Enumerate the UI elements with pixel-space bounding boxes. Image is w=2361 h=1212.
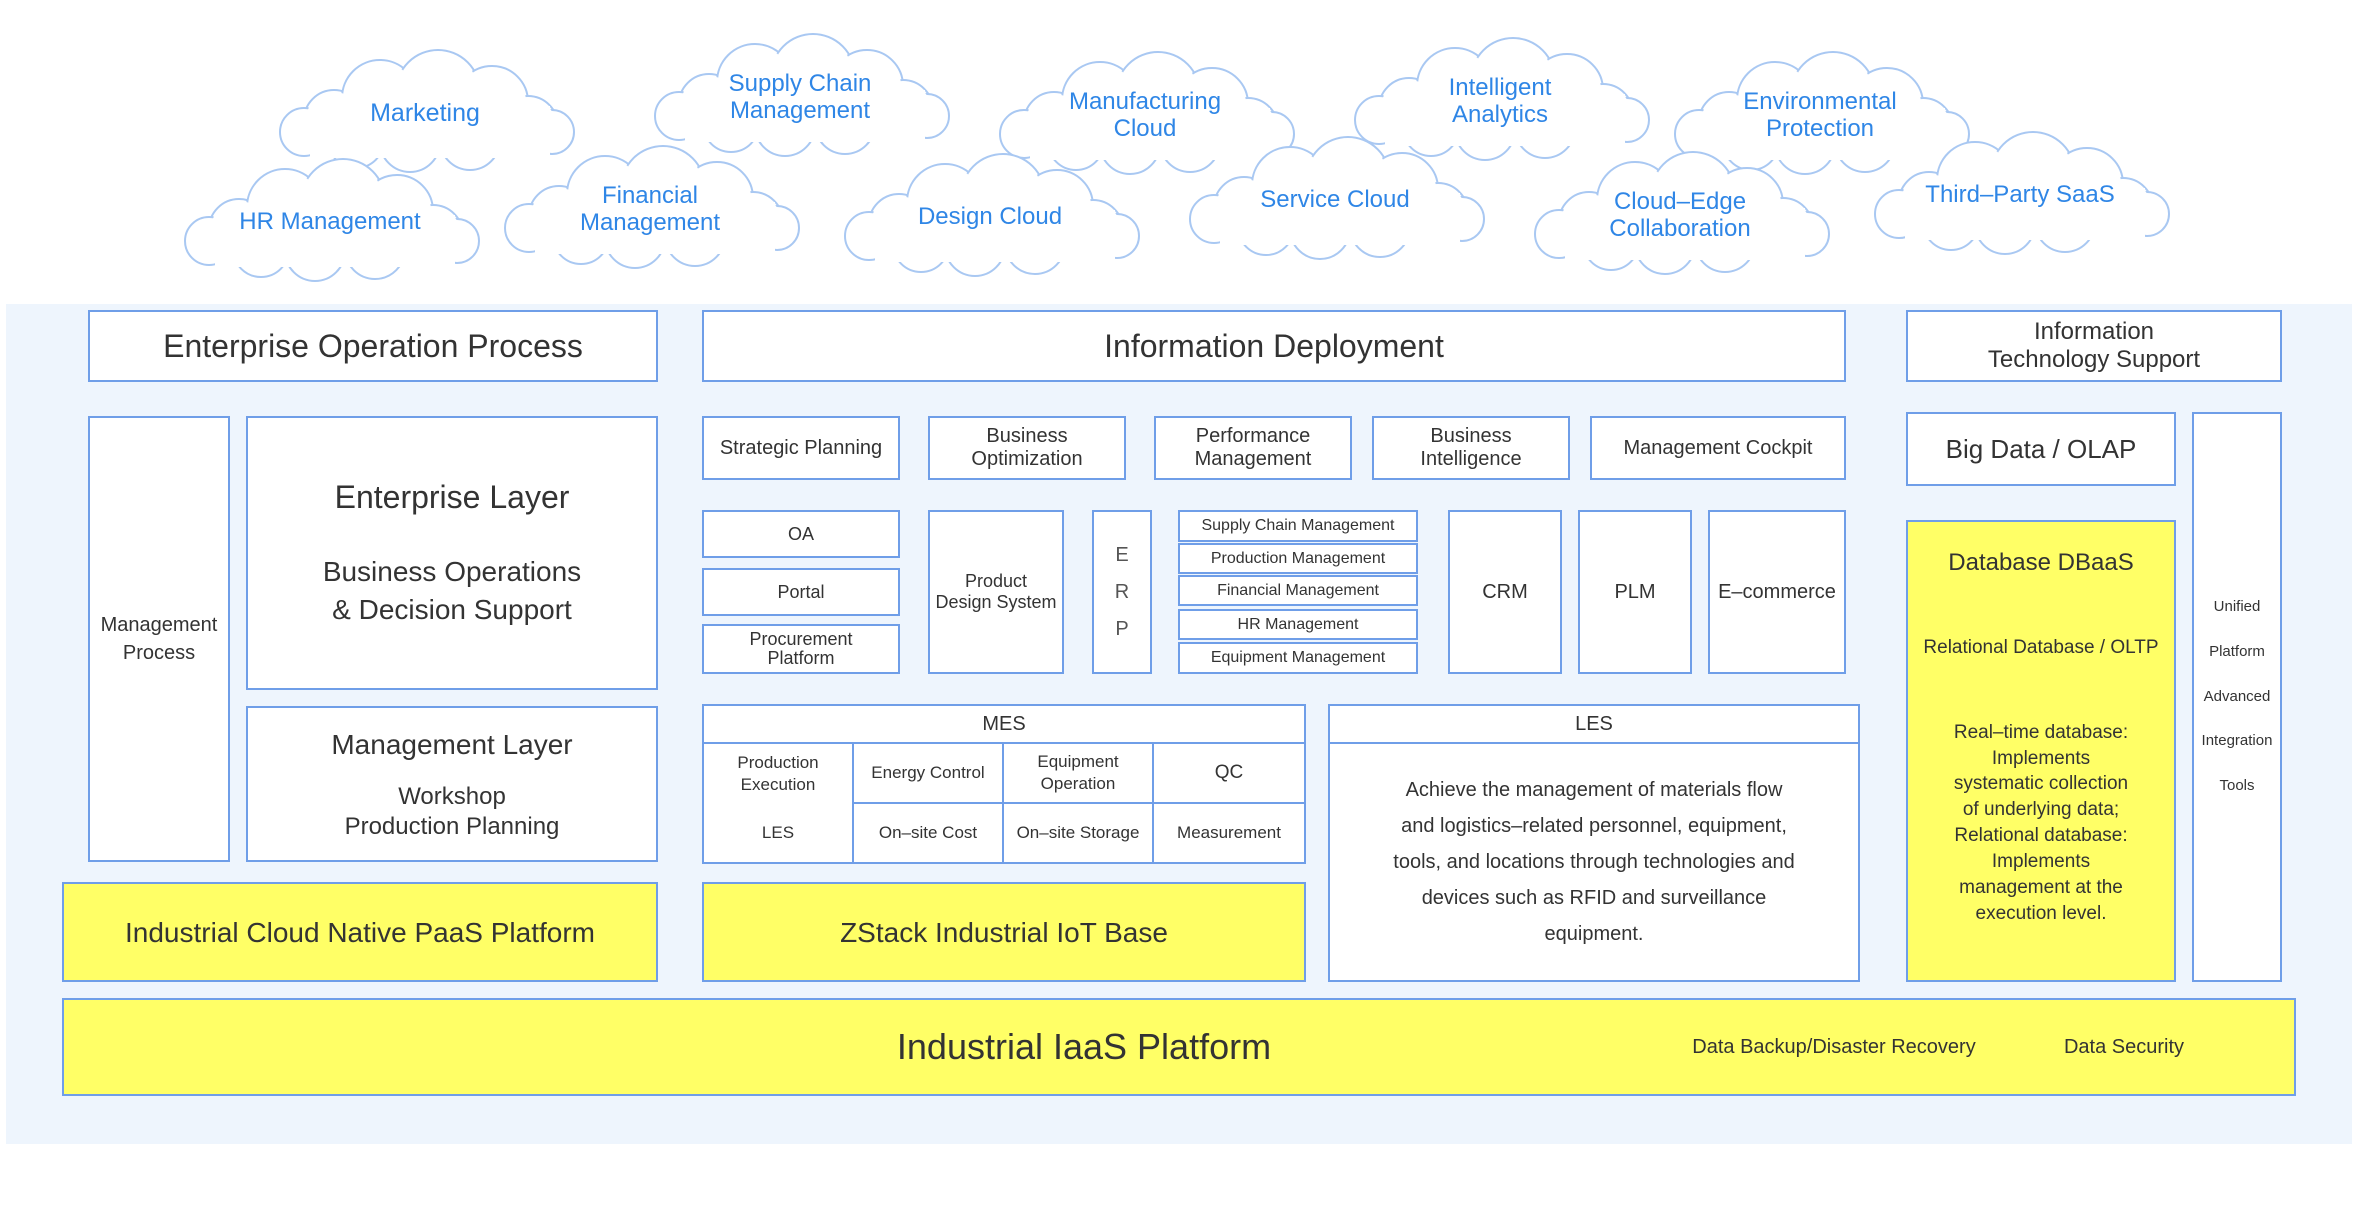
mes-title: MES (982, 713, 1026, 735)
paas-platform: Industrial Cloud Native PaaS Platform (62, 882, 658, 982)
cloud-label: Manufacturing Cloud (1068, 88, 1222, 142)
cloud-hr: HR Management (175, 158, 485, 282)
database-dbaas: Database DBaaS Relational Database / OLT… (1906, 520, 2176, 982)
iaas-title: Industrial IaaS Platform (896, 1025, 1272, 1067)
erp-module-equipment: Equipment Management (1178, 642, 1418, 674)
header-enterprise-process: Enterprise Operation Process (88, 310, 658, 382)
cloud-edge: Cloud–Edge Collaboration (1525, 151, 1835, 275)
cloud-service: Service Cloud (1180, 136, 1490, 260)
erp-module-production: Production Management (1178, 543, 1418, 574)
cloud-supply-chain: Supply Chain Management (645, 33, 955, 157)
mes-equipment-operation: Equipment Operation (1037, 751, 1119, 793)
mes-qc: QC (1214, 761, 1244, 783)
management-process: Management Process (88, 416, 230, 862)
cloud-label: Marketing (370, 98, 480, 127)
cloud-manufacturing: Manufacturing Cloud (990, 51, 1300, 175)
management-cockpit: Management Cockpit (1590, 416, 1846, 480)
mes-measurement: Measurement (1177, 822, 1281, 842)
tools-word: Tools (2219, 777, 2255, 795)
cloud-shape-icon (1874, 131, 2170, 255)
cloud-shape-icon (504, 145, 800, 269)
cloud-label: HR Management (239, 208, 421, 236)
cloud-design: Design Cloud (835, 153, 1145, 277)
cloud-financial: Financial Management (495, 145, 805, 269)
cloud-label: Financial Management (579, 182, 721, 236)
management-layer-subtitle: Workshop Production Planning (344, 782, 560, 840)
mes-energy-control: Energy Control (871, 762, 985, 782)
mes-onsite-storage: On–site Storage (1016, 822, 1140, 842)
plm-system: PLM (1578, 510, 1692, 674)
cloud-label: Service Cloud (1260, 186, 1410, 214)
cloud-application-row: Marketing Supply Chain Management Manufa… (0, 0, 2361, 300)
dbaas-subtitle: Relational Database / OLTP (1923, 637, 2159, 658)
cloud-shape-icon (1534, 151, 1830, 275)
erp-letter: P (1115, 617, 1129, 640)
cloud-shape-icon (654, 33, 950, 157)
product-design-system: Product Design System (928, 510, 1064, 674)
mes-les: LES (761, 822, 795, 842)
unified-integration-tools: Unified Platform Advanced Integration To… (2192, 412, 2282, 982)
tools-word: Integration (2201, 732, 2273, 750)
tools-word: Advanced (2203, 687, 2271, 705)
dbaas-title: Database DBaaS (1948, 549, 2134, 576)
cloud-analytics: Intelligent Analytics (1345, 37, 1655, 161)
crm-system: CRM (1448, 510, 1562, 674)
iaas-backup: Data Backup/Disaster Recovery (1692, 1036, 1976, 1058)
iaas-security: Data Security (2063, 1036, 2185, 1058)
cloud-label: Environmental Protection (1743, 88, 1897, 142)
erp-letter: R (1114, 580, 1130, 603)
cloud-shape-icon (184, 158, 480, 282)
cloud-environmental: Environmental Protection (1665, 51, 1975, 175)
cloud-shape-icon (279, 49, 575, 173)
cloud-label: Intelligent Analytics (1448, 74, 1552, 128)
header-it-support: Information Technology Support (1906, 310, 2282, 382)
business-intelligence: Business Intelligence (1372, 416, 1570, 480)
iaas-platform: Industrial IaaS Platform Data Backup/Dis… (62, 998, 2296, 1096)
mes-onsite-cost: On–site Cost (878, 822, 978, 842)
strategic-planning: Strategic Planning (702, 416, 900, 480)
procurement-platform: Procurement Platform (702, 624, 900, 674)
cloud-label: Third–Party SaaS (1925, 181, 2115, 209)
les-title: LES (1575, 713, 1613, 735)
cloud-shape-icon (844, 153, 1140, 277)
big-data-olap: Big Data / OLAP (1906, 412, 2176, 486)
oa-system: OA (702, 510, 900, 558)
dbaas-description: Real–time database: Implements systemati… (1953, 721, 2129, 924)
cloud-shape-icon (1354, 37, 1650, 161)
les-block: LES Achieve the management of materials … (1328, 704, 1860, 982)
cloud-label: Cloud–Edge Collaboration (1609, 188, 1751, 242)
erp-module-hr: HR Management (1178, 609, 1418, 640)
enterprise-layer-subtitle: Business Operations & Decision Support (322, 556, 582, 625)
iot-base: ZStack Industrial IoT Base (702, 882, 1306, 982)
enterprise-layer: Enterprise Layer Business Operations & D… (246, 416, 658, 690)
cloud-shape-icon (999, 51, 1295, 175)
management-layer-title: Management Layer (331, 728, 573, 760)
erp-letter: E (1115, 543, 1129, 566)
mes-production-execution: Production Execution (737, 752, 819, 794)
cloud-shape-icon (1674, 51, 1970, 175)
cloud-label: Supply Chain Management (728, 70, 872, 124)
cloud-saas: Third–Party SaaS (1865, 131, 2175, 255)
cloud-label: Design Cloud (917, 203, 1063, 231)
tools-word: Platform (2209, 642, 2265, 660)
cloud-shape-icon (1189, 136, 1485, 260)
mes-block: MES Production Execution Energy Control … (702, 704, 1306, 864)
erp-module-financial: Financial Management (1178, 575, 1418, 606)
business-optimization: Business Optimization (928, 416, 1126, 480)
les-description: Achieve the management of materials flow… (1393, 779, 1795, 945)
cloud-marketing: Marketing (270, 49, 580, 173)
management-layer: Management Layer Workshop Production Pla… (246, 706, 658, 862)
ecommerce-system: E–commerce (1708, 510, 1846, 674)
erp-system: E R P (1092, 510, 1152, 674)
tools-word: Unified (2213, 598, 2261, 616)
portal-system: Portal (702, 568, 900, 616)
header-information-deployment: Information Deployment (702, 310, 1846, 382)
erp-module-supply-chain: Supply Chain Management (1178, 510, 1418, 542)
performance-management: Performance Management (1154, 416, 1352, 480)
enterprise-layer-title: Enterprise Layer (334, 479, 570, 516)
